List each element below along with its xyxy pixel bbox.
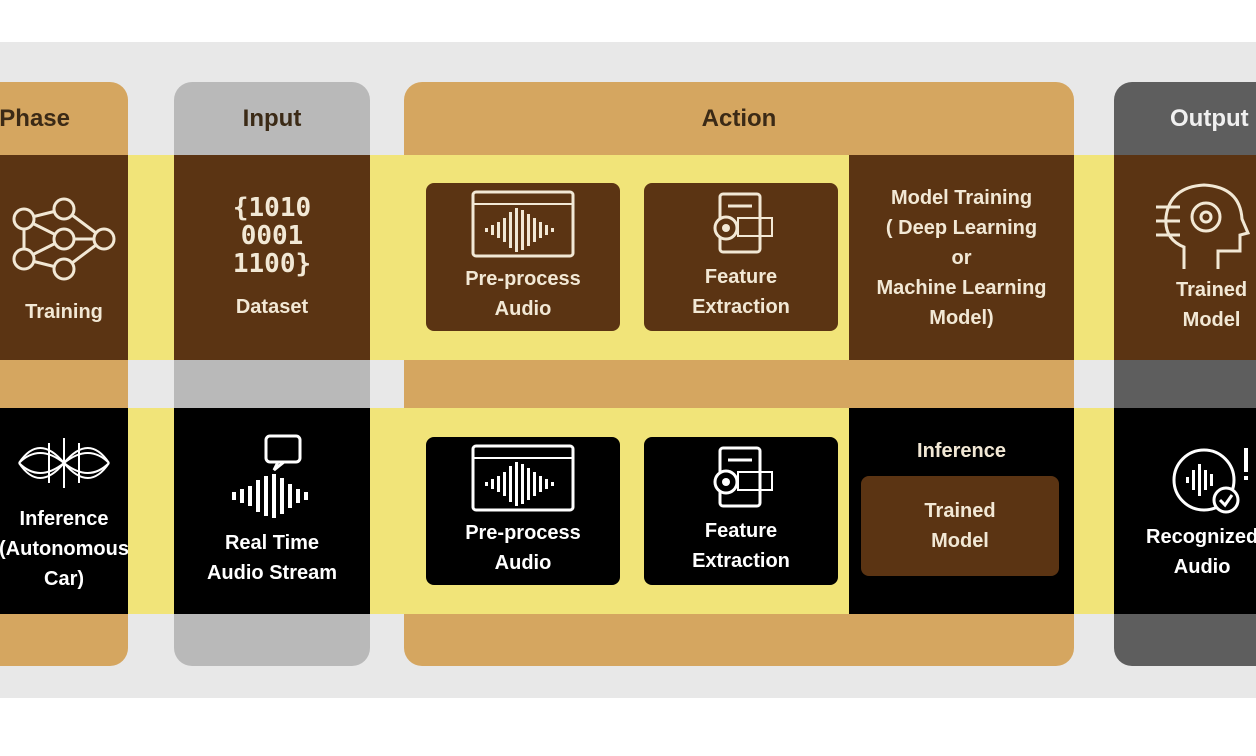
- inference-feature-label: Feature Extraction: [692, 520, 790, 572]
- phase-column: Phase Training Inference (Autonomous Car…: [0, 82, 128, 666]
- audio-waveform-icon: [471, 444, 575, 512]
- trained-model-label: Trained Model: [924, 500, 996, 552]
- neural-network-icon: [12, 197, 116, 280]
- model-training-cell: Model Training ( Deep Learning or Machin…: [849, 155, 1074, 360]
- realtime-audio-cell: Real Time Audio Stream: [174, 408, 370, 614]
- output-header: Output: [1170, 104, 1249, 132]
- output-column: Output Trained Model Recognized Audio: [1114, 82, 1256, 666]
- inference-phase-label: Inference (Autonomous Car): [0, 508, 128, 590]
- inference-title: Inference: [917, 440, 1006, 462]
- document-gear-icon: [713, 446, 773, 508]
- recognized-audio-icon: [1172, 448, 1248, 514]
- training-phase-cell: Training: [0, 155, 128, 360]
- action-header: Action: [701, 104, 777, 132]
- inference-feature-box: Feature Extraction: [644, 437, 838, 585]
- document-gear-icon: [713, 192, 773, 254]
- recognized-audio-label: Recognized Audio: [1146, 526, 1256, 578]
- model-training-label: Model Training ( Deep Learning or Machin…: [876, 186, 1047, 329]
- dataset-label: Dataset: [235, 295, 309, 318]
- training-feature-label: Feature Extraction: [692, 266, 790, 318]
- inference-preprocess-label: Pre-process Audio: [465, 522, 581, 574]
- audio-waveform-icon: [471, 190, 575, 258]
- inference-phase-cell: Inference (Autonomous Car): [0, 408, 128, 614]
- sound-waves-icon: [18, 438, 110, 488]
- trained-model-box: Trained Model: [861, 476, 1059, 576]
- input-header: Input: [242, 104, 302, 132]
- trained-model-output-cell: Trained Model: [1114, 155, 1256, 360]
- training-preprocess-box: Pre-process Audio: [426, 183, 620, 331]
- phase-header: Phase: [0, 104, 70, 132]
- training-preprocess-label: Pre-process Audio: [465, 268, 581, 320]
- binary-dataset-icon: {1010 0001 1100}: [232, 192, 312, 279]
- dataset-cell: {1010 0001 1100} Dataset: [174, 155, 370, 360]
- training-feature-box: Feature Extraction: [644, 183, 838, 331]
- recognized-audio-cell: Recognized Audio: [1114, 408, 1256, 614]
- trained-model-output-label: Trained Model: [1176, 278, 1248, 331]
- live-audio-stream-icon: [232, 434, 308, 518]
- action-column: Action Pre-process Audio Feature Extract…: [404, 82, 1074, 666]
- ai-head-icon: [1156, 182, 1251, 269]
- realtime-audio-label: Real Time Audio Stream: [206, 532, 338, 584]
- inference-preprocess-box: Pre-process Audio: [426, 437, 620, 585]
- training-phase-label: Training: [25, 300, 103, 323]
- input-column: Input {1010 0001 1100} Dataset Real Time…: [174, 82, 370, 666]
